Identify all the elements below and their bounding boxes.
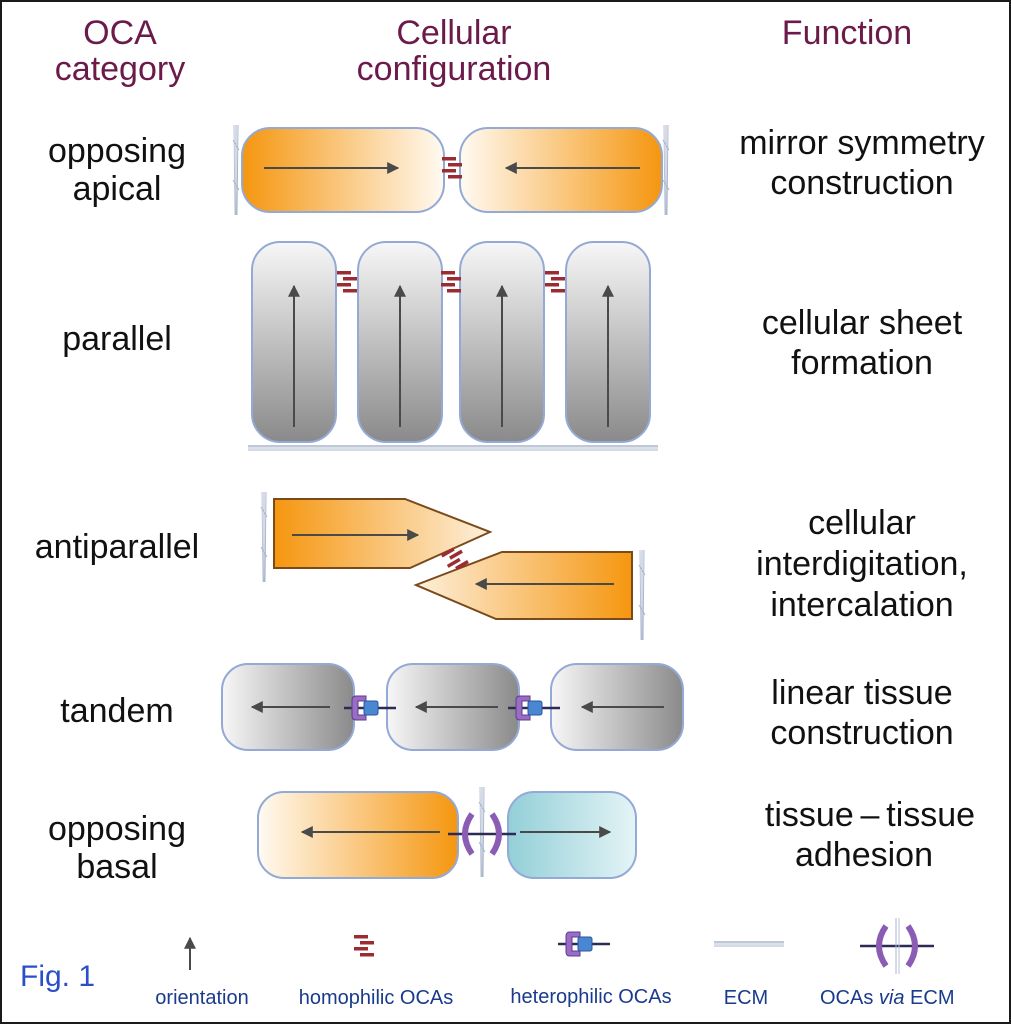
cell bbox=[413, 551, 633, 620]
heterophilic-oca-icon bbox=[556, 930, 612, 958]
function-label-line-2: adhesion bbox=[795, 836, 933, 874]
function-label-line-1: linear tissue bbox=[771, 674, 952, 712]
function-label-line-1: tissue – tissue bbox=[765, 796, 975, 834]
homophilic-oca-icon bbox=[354, 935, 374, 957]
header-category: OCA category bbox=[55, 14, 185, 88]
cell bbox=[241, 127, 445, 213]
header-category-line-2: category bbox=[55, 50, 185, 88]
figure-label: Fig. 1 bbox=[20, 960, 95, 993]
homophilic-oca-icon bbox=[337, 271, 357, 293]
ecm-strand-icon bbox=[638, 549, 646, 641]
category-label-line-1: opposing bbox=[48, 132, 186, 170]
function-label-line-2: construction bbox=[770, 714, 953, 752]
homophilic-oca-icon bbox=[545, 271, 565, 293]
header-function: Function bbox=[782, 14, 912, 52]
cell bbox=[507, 791, 637, 879]
cell bbox=[273, 498, 493, 569]
category-label: tandem bbox=[60, 692, 173, 730]
cell bbox=[459, 127, 663, 213]
ecm-strand-icon bbox=[232, 124, 240, 216]
category-label-line-2: apical bbox=[73, 170, 162, 208]
row-antiparallel: antiparallel cellular interdigitation, i… bbox=[35, 491, 968, 641]
legend: Fig. 1 orientation homophilic OCAs heter… bbox=[20, 918, 955, 1009]
cell bbox=[257, 791, 459, 879]
header-configuration: Cellular configuration bbox=[357, 14, 552, 88]
category-label-line-1: opposing bbox=[48, 810, 186, 848]
function-label-line-2: interdigitation, bbox=[756, 545, 968, 583]
function-label-line-2: construction bbox=[770, 164, 953, 202]
row-parallel: parallel cellular sheet formation bbox=[62, 241, 963, 451]
homophilic-oca-icon bbox=[441, 271, 461, 293]
function-label-line-2: formation bbox=[791, 344, 933, 382]
ecm-icon bbox=[714, 941, 784, 947]
oca-via-ecm-icon bbox=[448, 812, 516, 856]
header-configuration-line-1: Cellular bbox=[396, 14, 511, 52]
legend-homophilic-label: homophilic OCAs bbox=[299, 987, 454, 1009]
category-label: antiparallel bbox=[35, 528, 199, 566]
row-tandem: tandem linear tissue construction bbox=[60, 663, 954, 752]
function-label-line-1: cellular sheet bbox=[762, 304, 963, 342]
ecm-base-strand-icon bbox=[248, 445, 658, 451]
legend-ecm-label: ECM bbox=[724, 987, 768, 1009]
legend-heterophilic-label: heterophilic OCAs bbox=[510, 986, 671, 1008]
header-category-line-1: OCA bbox=[83, 14, 157, 52]
function-label-line-1: cellular bbox=[808, 504, 916, 542]
category-label: parallel bbox=[62, 320, 172, 358]
function-label-line-1: mirror symmetry bbox=[739, 124, 985, 162]
oca-via-ecm-icon bbox=[860, 918, 934, 974]
row-opposing-apical: opposing apical mirror symmetry construc… bbox=[48, 124, 985, 216]
ecm-strand-icon bbox=[662, 124, 670, 216]
legend-orientation-label: orientation bbox=[155, 987, 248, 1009]
category-label-line-2: basal bbox=[76, 848, 157, 886]
function-label-line-3: intercalation bbox=[770, 586, 953, 624]
header-configuration-line-2: configuration bbox=[357, 50, 552, 88]
ecm-strand-icon bbox=[260, 491, 268, 583]
row-opposing-basal: opposing basal tissue – tissue adhesion bbox=[48, 786, 975, 886]
ecm-strand-icon bbox=[478, 786, 486, 878]
legend-via-ecm-label: OCAs via ECM bbox=[820, 987, 955, 1009]
